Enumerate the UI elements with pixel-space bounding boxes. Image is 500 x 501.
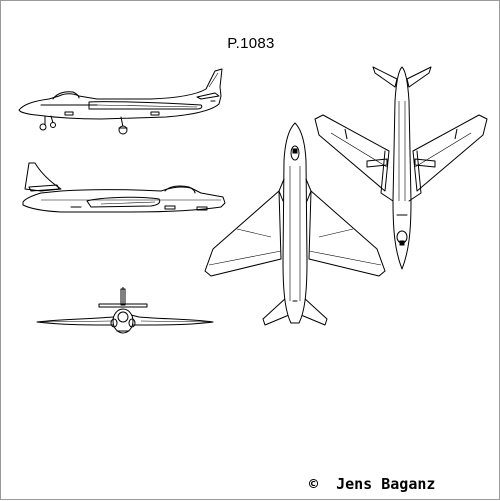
side-view-clean [22,162,226,213]
side-view-gear-down [18,68,223,135]
bottom-view [314,66,488,270]
top-view [204,122,386,326]
aircraft-title: P.1083 [227,35,275,52]
front-view [36,287,214,334]
copyright-credit: © Jens Baganz [309,475,436,493]
